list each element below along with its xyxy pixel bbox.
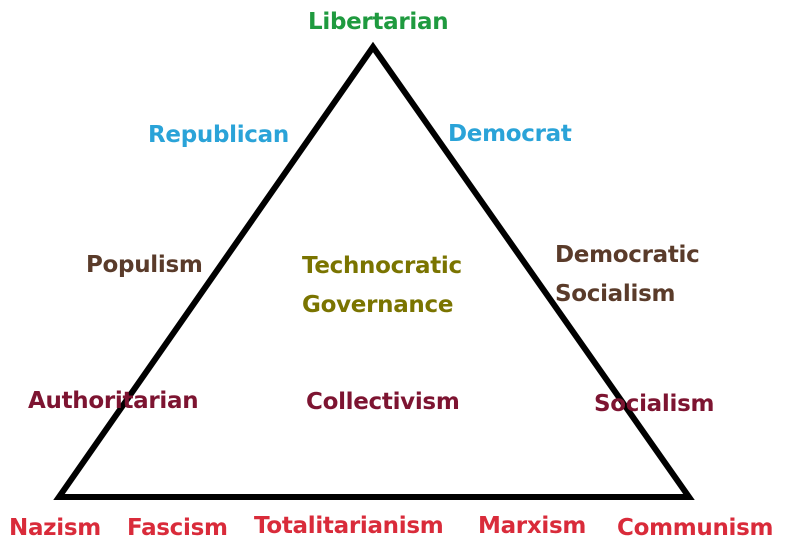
label-populism: Populism bbox=[86, 252, 203, 278]
base-label-fascism: Fascism bbox=[127, 515, 228, 541]
label-technocratic: Technocratic bbox=[302, 253, 462, 279]
label-republican: Republican bbox=[148, 122, 289, 148]
base-label-nazism: Nazism bbox=[9, 515, 101, 541]
label-governance: Governance bbox=[302, 292, 454, 318]
label-libertarian: Libertarian bbox=[308, 9, 449, 35]
base-label-marxism: Marxism bbox=[478, 513, 587, 539]
label-socialism-line: Socialism bbox=[555, 281, 676, 307]
base-label-communism: Communism bbox=[617, 515, 774, 541]
label-technocratic-governance: Technocratic Governance bbox=[302, 247, 462, 325]
label-democratic: Democratic bbox=[555, 242, 700, 268]
label-collectivism: Collectivism bbox=[306, 389, 460, 415]
label-democratic-socialism: Democratic Socialism bbox=[555, 236, 700, 314]
base-label-totalitarianism: Totalitarianism bbox=[254, 513, 444, 539]
label-democrat: Democrat bbox=[448, 121, 572, 147]
label-socialism: Socialism bbox=[594, 391, 715, 417]
label-authoritarian: Authoritarian bbox=[28, 388, 199, 414]
